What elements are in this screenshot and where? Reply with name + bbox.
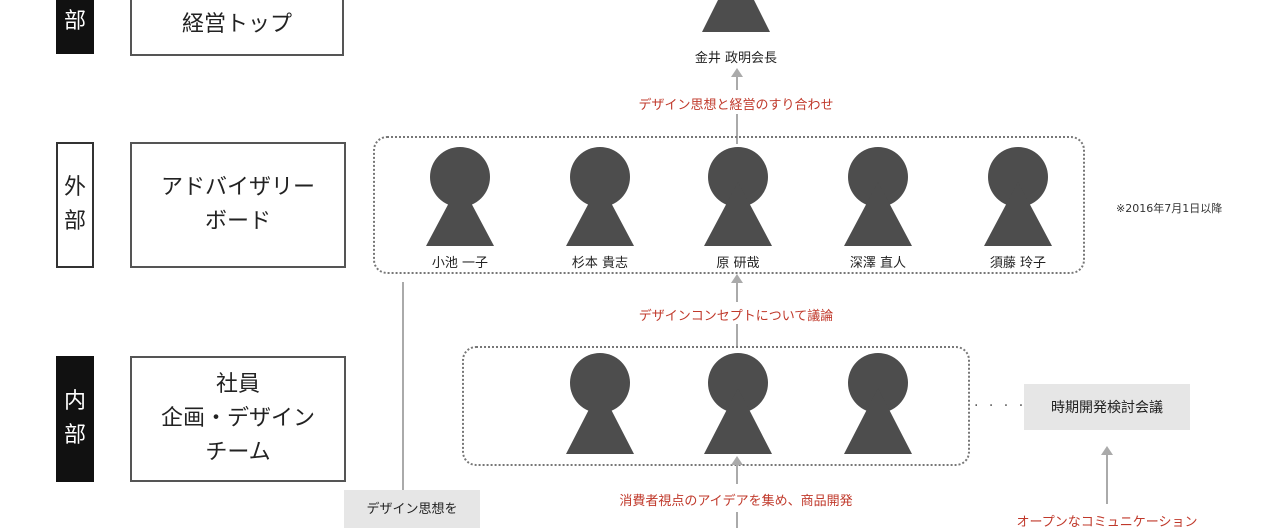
design-thought-box: デザイン思想を [344, 490, 480, 528]
advisor-name: 原 研哉 [716, 256, 760, 271]
employee-figure [704, 353, 772, 454]
employee-figure [844, 353, 912, 454]
advisor-figure [704, 147, 772, 246]
date-note: ※2016年7月1日以降 [1116, 202, 1223, 215]
tag-internal: 内 部 [56, 356, 94, 482]
advisory-group [373, 136, 1085, 274]
link1-arrow [731, 68, 743, 77]
advisor-name: 小池 一子 [431, 256, 489, 271]
internal-group [462, 346, 970, 466]
link1-line-bottom [736, 114, 738, 144]
open-comm-label: オープンなコミュニケーション [1016, 515, 1198, 530]
top-management-box: 経営トップ [130, 0, 344, 56]
advisor-name: 深澤 直人 [849, 256, 907, 271]
open-comm-arrow [1101, 446, 1113, 455]
internal-team-box: 社員 企画・デザイン チーム [130, 356, 346, 482]
link3-arrow [731, 456, 743, 465]
link3-label: 消費者視点のアイデアを集め、商品開発 [619, 494, 853, 509]
meeting-box: 時期開発検討会議 [1024, 384, 1190, 430]
advisor-name: 杉本 貴志 [571, 256, 629, 271]
link3-line-bottom [736, 512, 738, 528]
advisor-figure [426, 147, 494, 246]
link2-line-bottom [736, 324, 738, 348]
link2-line-top [736, 282, 738, 302]
link2-label: デザインコンセプトについて議論 [638, 309, 834, 324]
advisor-figure [984, 147, 1052, 246]
employee-figure [566, 353, 634, 454]
design-thought-line [402, 282, 404, 490]
link3-line-top [736, 464, 738, 484]
link1-label: デザイン思想と経営のすり合わせ [638, 98, 834, 113]
open-comm-line [1106, 454, 1108, 504]
link2-arrow [731, 274, 743, 283]
advisor-figure [566, 147, 634, 246]
chairman-name: 金井 政明会長 [694, 51, 778, 66]
link1-line-top [736, 76, 738, 90]
meeting-connector: · · · · [974, 398, 1027, 414]
advisor-figure [844, 147, 912, 246]
tag-external: 外 部 [56, 142, 94, 268]
advisor-name: 須藤 玲子 [989, 256, 1047, 271]
tag-top: 部 [56, 0, 94, 54]
advisory-board-box: アドバイザリー ボード [130, 142, 346, 268]
chairman-figure [702, 0, 770, 32]
